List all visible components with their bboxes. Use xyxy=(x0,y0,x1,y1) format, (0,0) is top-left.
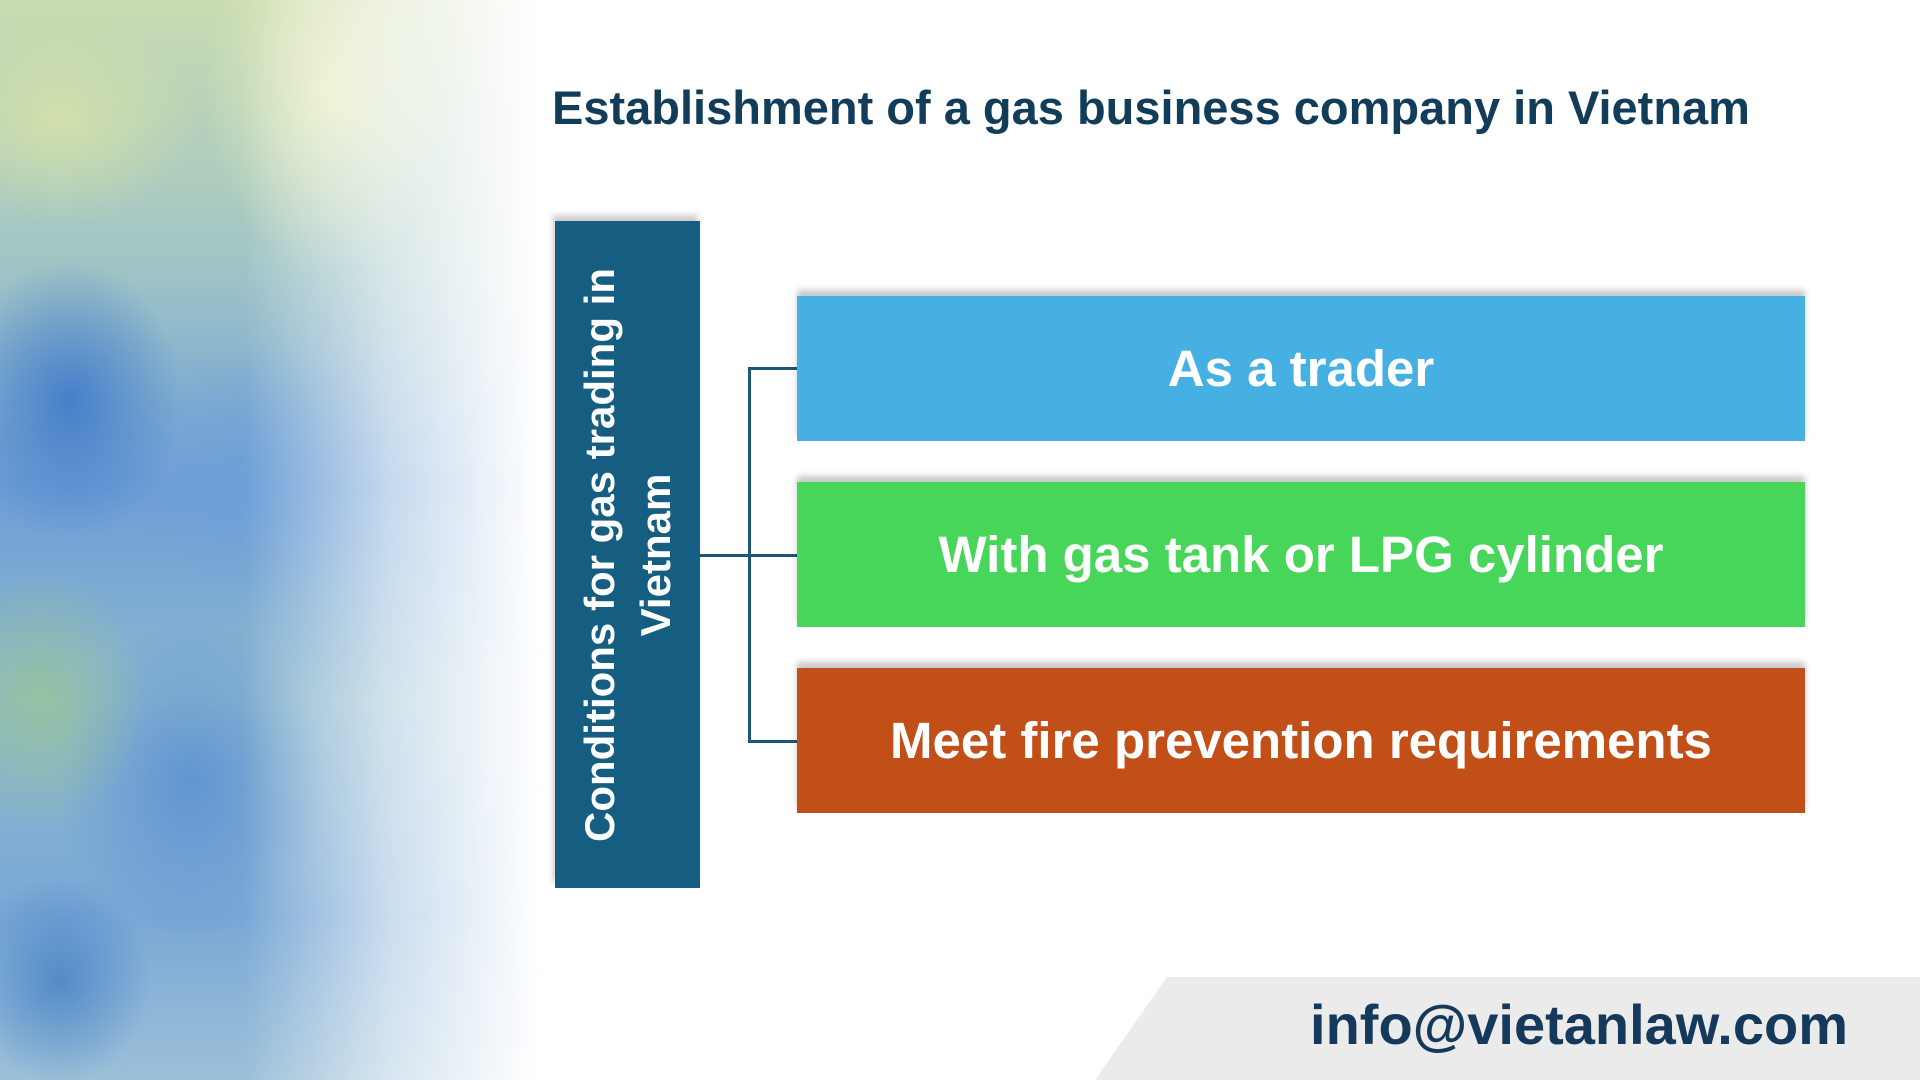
condition-box-gas-tank: With gas tank or LPG cylinder xyxy=(797,482,1805,627)
connector-spine xyxy=(748,367,751,743)
condition-box-trader: As a trader xyxy=(797,296,1805,441)
root-node-label: Conditions for gas trading in Vietnam xyxy=(575,267,679,842)
connector-branch-1 xyxy=(748,367,797,370)
decorative-paint-background xyxy=(0,0,540,1080)
condition-label: Meet fire prevention requirements xyxy=(890,712,1712,769)
root-node-box: Conditions for gas trading in Vietnam xyxy=(555,221,700,888)
connector-branch-2 xyxy=(750,554,797,557)
footer-band xyxy=(1095,977,1920,1080)
connector-stem xyxy=(700,554,750,557)
condition-box-fire-prevention: Meet fire prevention requirements xyxy=(797,668,1805,813)
connector-branch-3 xyxy=(748,740,797,743)
contact-email[interactable]: info@vietanlaw.com xyxy=(1310,993,1848,1056)
condition-label: With gas tank or LPG cylinder xyxy=(938,526,1664,583)
page-title: Establishment of a gas business company … xyxy=(552,81,1750,134)
condition-label: As a trader xyxy=(1167,340,1435,397)
